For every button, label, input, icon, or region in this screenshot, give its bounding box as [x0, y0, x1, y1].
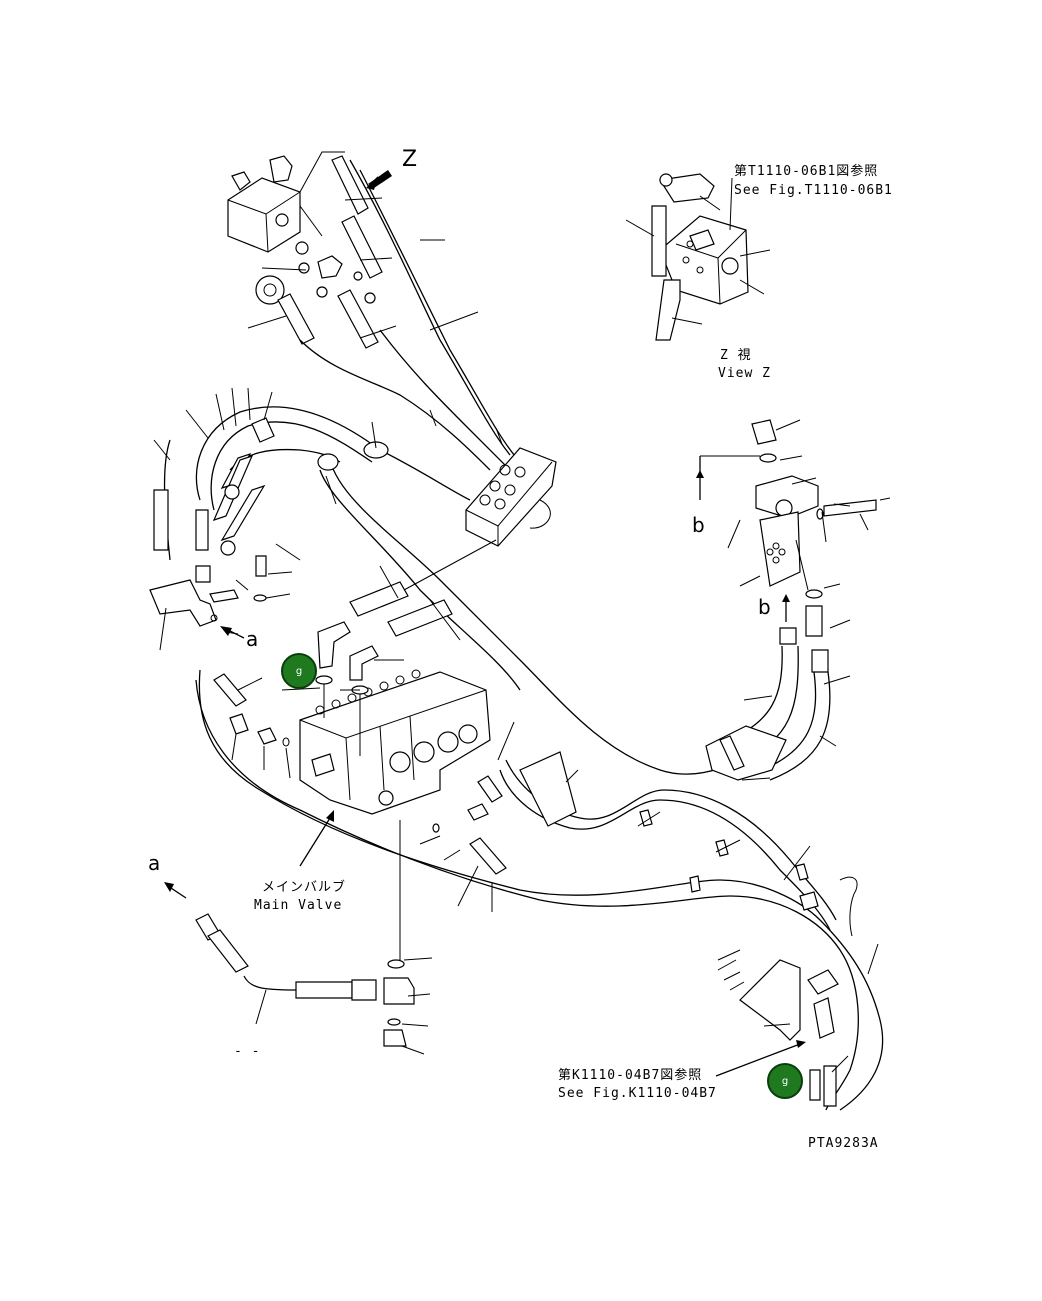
z-arrow: [366, 170, 392, 190]
part-marker-2[interactable]: g: [767, 1063, 803, 1099]
reference-top-en: See Fig.T1110-06B1: [734, 183, 893, 198]
letter-b-upper: b: [692, 513, 705, 537]
view-z-caption-en: View Z: [718, 366, 771, 381]
letter-a-lower: a: [148, 851, 161, 875]
part-marker-1[interactable]: g: [281, 653, 317, 689]
main-valve-label-en: Main Valve: [254, 898, 343, 913]
view-z-caption-jp: Z 視: [720, 348, 752, 363]
bottom-left-hose: [164, 882, 433, 1055]
main-valve: [213, 669, 491, 867]
view-z-block: [625, 173, 771, 341]
letter-a-upper: a: [246, 627, 259, 651]
dash-label: - -: [234, 1044, 261, 1059]
upper-valve-block: [227, 151, 397, 349]
reference-bottom-jp: 第K1110-04B7図参照: [558, 1068, 703, 1083]
main-valve-label-jp: メインバルブ: [262, 880, 347, 895]
right-hose-assembly: [705, 605, 851, 781]
drawing-code: PTA9283A: [808, 1136, 879, 1151]
junction-block: [465, 447, 557, 547]
left-hose-bundle: [149, 387, 741, 775]
view-z-letter: Z: [402, 147, 418, 172]
part-marker-2-label: g: [781, 1075, 789, 1087]
part-marker-1-label: g: [295, 665, 303, 677]
reference-top-jp: 第T1110-06B1図参照: [734, 164, 879, 179]
letter-b-lower: b: [758, 595, 771, 619]
lower-hose-bundle: [195, 669, 884, 1111]
hose-runs: [299, 159, 521, 471]
fittings-upper: [317, 539, 497, 681]
reference-bottom-en: See Fig.K1110-04B7: [558, 1086, 717, 1101]
filter-assembly: [696, 419, 891, 622]
